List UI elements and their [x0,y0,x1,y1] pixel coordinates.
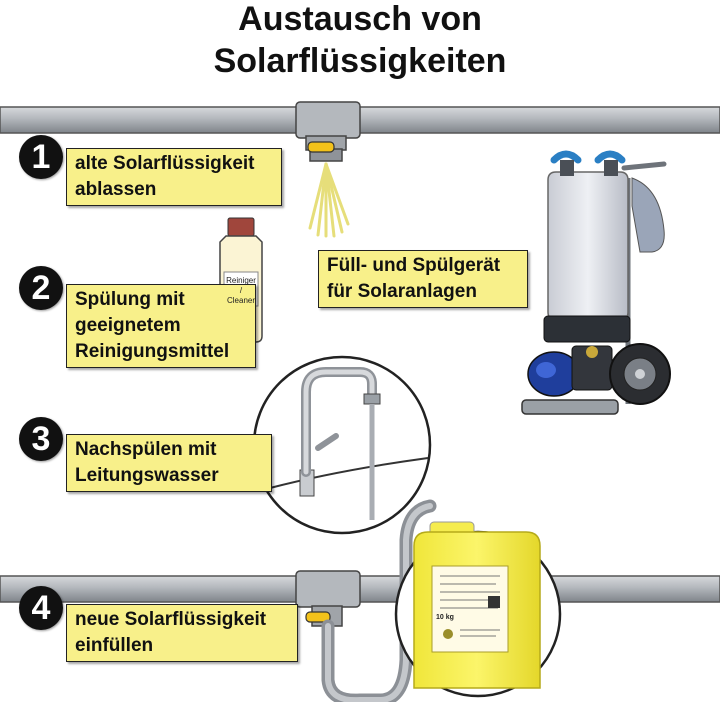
qr-code-icon [488,596,500,608]
drain-valve-handle-icon [308,142,334,152]
fluid-spray-icon [310,164,348,236]
filling-device-illustration [522,154,670,414]
step-1-number: 1 [19,135,63,179]
step-3-number: 3 [19,417,63,461]
bottle-label: Reiniger / Cleaner [224,276,258,306]
canister-weight: 10 kg [436,614,454,621]
solar-fluid-canister-illustration [396,522,560,696]
bottle-label-line-1: Reiniger / [224,276,258,296]
device-label: Füll- und Spülgerät für Solaranlagen [318,250,528,308]
step-4-label: neue Solarflüssigkeit einfüllen [66,604,298,662]
step-4-number: 4 [19,586,63,630]
step-1-label: alte Solarflüssigkeit ablassen [66,148,282,206]
bottle-label-line-2: Cleaner [224,296,258,306]
faucet-illustration [254,357,430,533]
step-3-label: Nachspülen mit Leitungswasser [66,434,272,492]
logo-icon [443,629,453,639]
step-2-number: 2 [19,266,63,310]
